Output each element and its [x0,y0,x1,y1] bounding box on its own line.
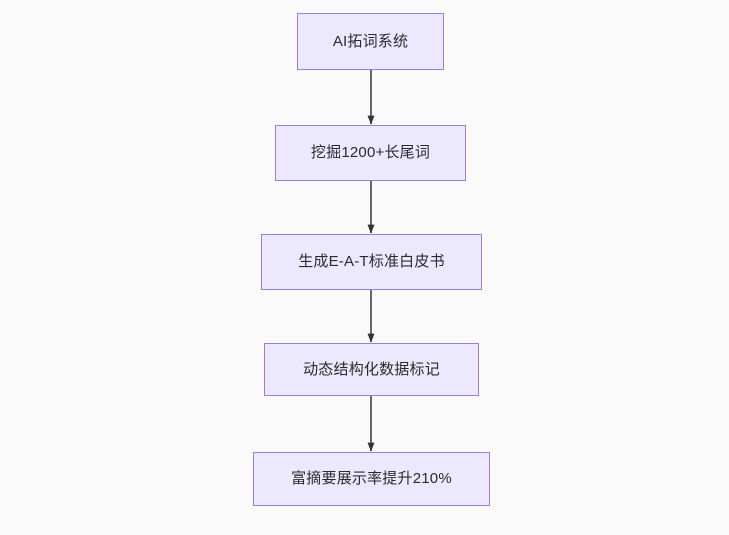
flow-node-mine-longtail-keywords[interactable]: 挖掘1200+长尾词 [275,125,466,181]
flow-node-ai-keyword-system[interactable]: AI拓词系统 [297,13,444,70]
flow-node-generate-eat-whitepaper[interactable]: 生成E-A-T标准白皮书 [261,234,482,290]
flow-node-label: 挖掘1200+长尾词 [310,144,431,162]
flow-node-label: AI拓词系统 [332,32,409,50]
flow-node-label: 富摘要展示率提升210% [291,470,452,488]
flow-node-dynamic-structured-data-markup[interactable]: 动态结构化数据标记 [264,343,479,396]
flow-node-label: 动态结构化数据标记 [303,360,440,378]
flow-node-label: 生成E-A-T标准白皮书 [298,253,445,271]
flow-node-rich-snippet-impression-lift[interactable]: 富摘要展示率提升210% [253,452,490,506]
